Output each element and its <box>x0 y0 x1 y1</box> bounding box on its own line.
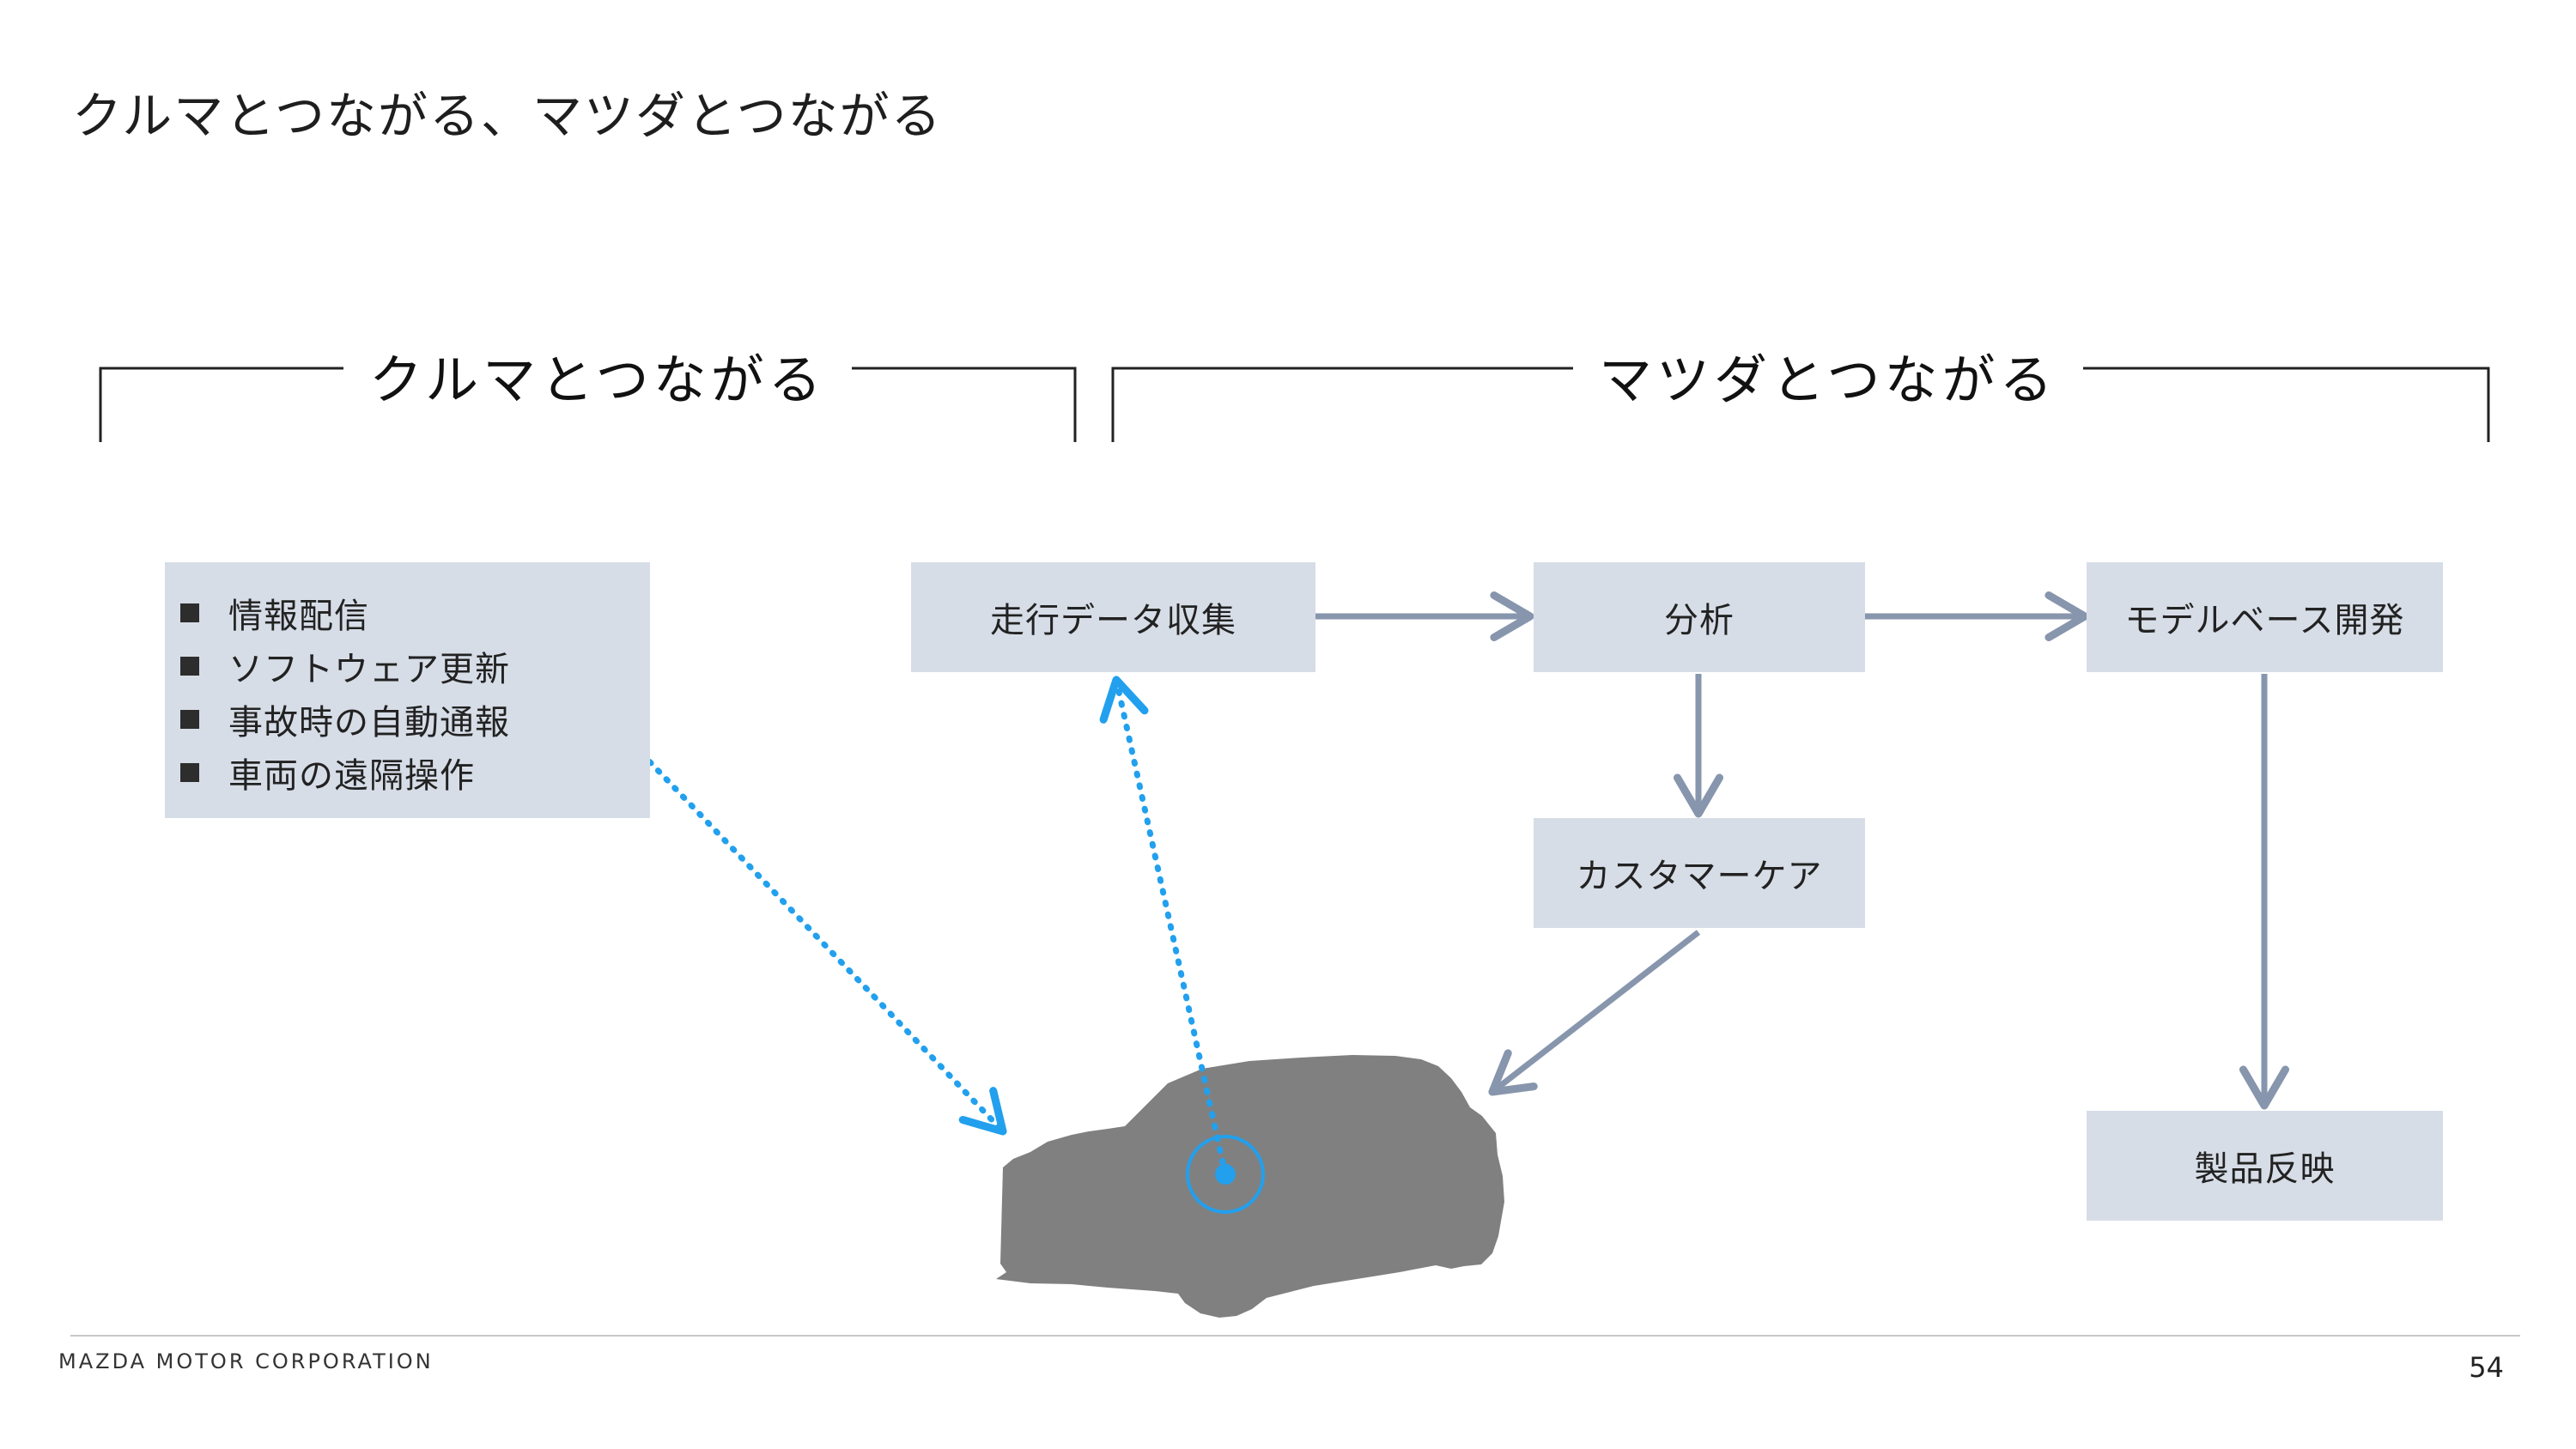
section-label-car: クルマとつながる <box>343 336 852 414</box>
square-bullet-icon <box>180 657 199 676</box>
node-product-reflection: 製品反映 <box>2087 1111 2443 1221</box>
feature-list-box: 情報配信 ソフトウェア更新 事故時の自動通報 車両の遠隔操作 <box>165 562 650 818</box>
feature-list: 情報配信 ソフトウェア更新 事故時の自動通報 車両の遠隔操作 <box>165 562 650 799</box>
square-bullet-icon <box>180 603 199 622</box>
list-item: 情報配信 <box>180 586 650 640</box>
page-number: 54 <box>2469 1351 2504 1384</box>
car-silhouette <box>996 1055 1504 1318</box>
car-to-collection-link <box>1099 676 1229 1178</box>
arrow-care-to-car <box>1488 930 1701 1096</box>
node-data-collection: 走行データ収集 <box>911 562 1315 672</box>
square-bullet-icon <box>180 763 199 782</box>
list-item: ソフトウェア更新 <box>180 640 650 693</box>
node-analysis: 分析 <box>1534 562 1865 672</box>
list-item: 車両の遠隔操作 <box>180 746 650 799</box>
section-label-mazda: マツダとつながる <box>1573 336 2083 414</box>
node-model-based-development: モデルベース開発 <box>2087 562 2443 672</box>
telematics-ring <box>1186 1135 1265 1214</box>
list-item: 事故時の自動通報 <box>180 693 650 746</box>
footer-company: MAZDA MOTOR CORPORATION <box>58 1349 434 1373</box>
square-bullet-icon <box>180 710 199 729</box>
page-title: クルマとつながる、マツダとつながる <box>72 87 943 145</box>
feature-to-car-link <box>613 724 1007 1136</box>
footer-divider <box>70 1335 2520 1337</box>
node-customer-care: カスタマーケア <box>1534 818 1865 928</box>
